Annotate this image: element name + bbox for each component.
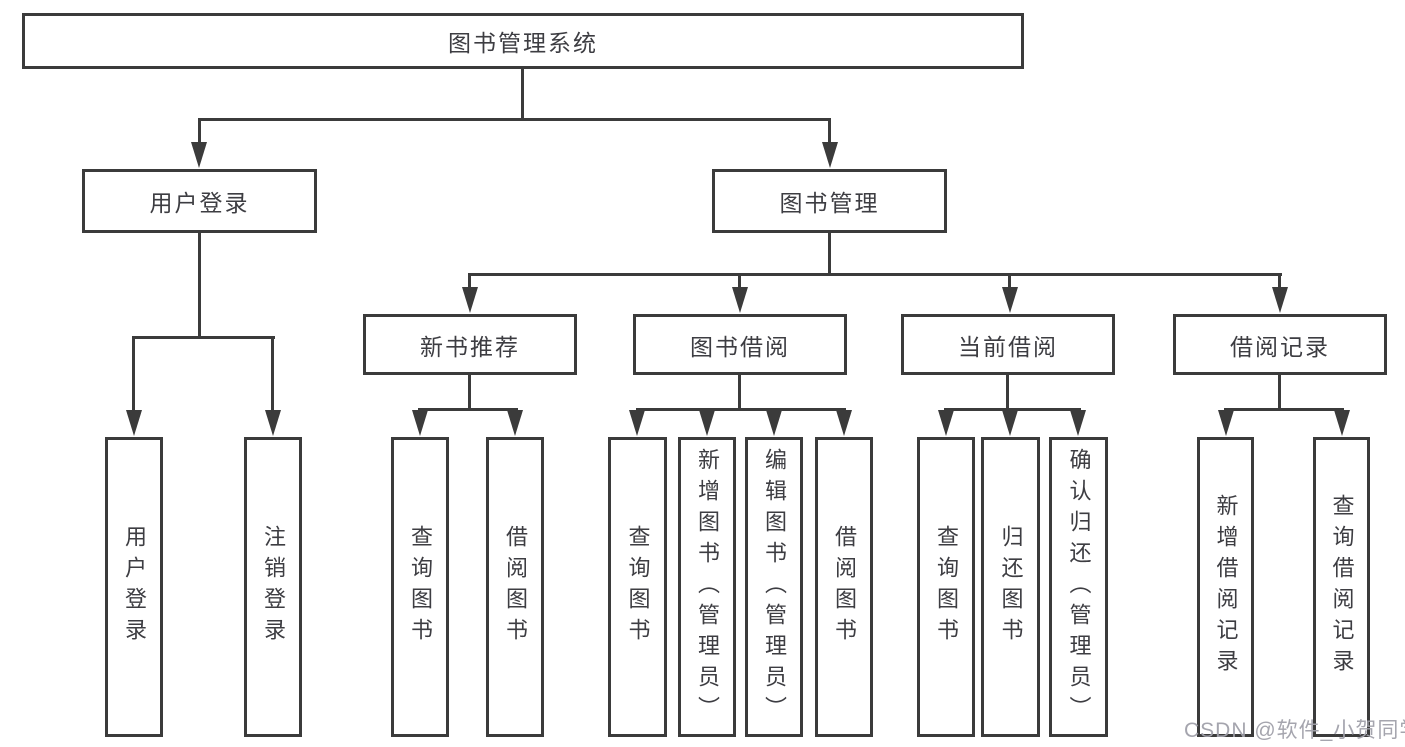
leaf-query-books-recommend: 查询图书 xyxy=(391,437,449,737)
arrow-down-icon xyxy=(732,287,748,313)
connector-book-mgmt-drop xyxy=(1278,273,1281,289)
arrow-down-icon xyxy=(699,410,715,436)
connector-borrow-records-span xyxy=(1224,408,1344,411)
node-library-system: 图书管理系统 xyxy=(22,13,1024,69)
leaf-query-borrow-record: 查询借阅记录 xyxy=(1313,437,1370,737)
leaf-logout: 注销登录 xyxy=(244,437,302,737)
arrow-down-icon xyxy=(938,410,954,436)
leaf-query-books-borrowing: 查询图书 xyxy=(608,437,667,737)
node-user-login: 用户登录 xyxy=(82,169,317,233)
leaf-logout-label: 注销登录 xyxy=(261,525,286,649)
leaf-query-books-borrowing-label: 查询图书 xyxy=(625,525,651,649)
arrow-down-icon xyxy=(1070,410,1086,436)
leaf-edit-books-admin: 编辑图书（管理员） xyxy=(745,437,803,737)
node-current-borrowing-label: 当前借阅 xyxy=(958,333,1058,360)
connector-current-borrow-span xyxy=(944,408,1081,411)
arrow-down-icon xyxy=(265,410,281,436)
arrow-down-icon xyxy=(629,410,645,436)
node-new-book-recommend-label: 新书推荐 xyxy=(420,333,520,360)
connector-user-login-stem xyxy=(198,233,201,339)
node-current-borrowing: 当前借阅 xyxy=(901,314,1115,375)
leaf-borrow-books-recommend-label: 借阅图书 xyxy=(503,525,528,649)
arrow-down-icon xyxy=(1002,410,1018,436)
node-new-book-recommend: 新书推荐 xyxy=(363,314,577,375)
arrow-down-icon xyxy=(1334,410,1350,436)
leaf-add-borrow-record-label: 新增借阅记录 xyxy=(1213,494,1239,680)
leaf-add-books-admin-label: 新增图书（管理员） xyxy=(695,447,720,727)
node-book-borrowing: 图书借阅 xyxy=(633,314,847,375)
node-book-management-label: 图书管理 xyxy=(779,190,880,216)
arrow-down-icon xyxy=(822,142,838,168)
leaf-return-books-label: 归还图书 xyxy=(998,525,1024,649)
connector-user-login-right-drop xyxy=(271,336,274,412)
arrow-down-icon xyxy=(126,410,142,436)
arrow-down-icon xyxy=(462,287,478,313)
arrow-down-icon xyxy=(1002,287,1018,313)
connector-root-span xyxy=(198,118,831,121)
arrow-down-icon xyxy=(766,410,782,436)
node-borrowing-records: 借阅记录 xyxy=(1173,314,1387,375)
node-library-system-label: 图书管理系统 xyxy=(448,30,598,56)
connector-book-mgmt-drop xyxy=(468,273,471,289)
connector-book-mgmt-span xyxy=(468,273,1282,276)
arrow-down-icon xyxy=(507,410,523,436)
leaf-return-books: 归还图书 xyxy=(981,437,1040,737)
connector-book-mgmt-stem xyxy=(828,233,831,276)
arrow-down-icon xyxy=(836,410,852,436)
connector-root-right-drop xyxy=(828,118,831,146)
arrow-down-icon xyxy=(1272,287,1288,313)
node-book-borrowing-label: 图书借阅 xyxy=(690,333,790,360)
leaf-query-books-recommend-label: 查询图书 xyxy=(408,525,433,649)
leaf-confirm-return-admin: 确认归还（管理员） xyxy=(1049,437,1108,737)
leaf-user-login: 用户登录 xyxy=(105,437,163,737)
node-user-login-label: 用户登录 xyxy=(149,190,250,216)
leaf-borrow-books-label: 借阅图书 xyxy=(832,525,857,649)
leaf-add-borrow-record: 新增借阅记录 xyxy=(1197,437,1254,737)
connector-user-login-span xyxy=(132,336,275,339)
leaf-user-login-label: 用户登录 xyxy=(122,525,147,649)
arrow-down-icon xyxy=(1218,410,1234,436)
connector-book-mgmt-drop xyxy=(1008,273,1011,289)
arrow-down-icon xyxy=(191,142,207,168)
connector-new-book-stem xyxy=(468,375,471,411)
connector-borrow-records-stem xyxy=(1278,375,1281,411)
connector-user-login-left-drop xyxy=(132,336,135,412)
leaf-query-books-current-label: 查询图书 xyxy=(934,525,959,649)
connector-root-stem xyxy=(521,69,524,121)
csdn-watermark: CSDN @软件_小贺同学 xyxy=(1184,719,1405,742)
node-book-management: 图书管理 xyxy=(712,169,947,233)
leaf-borrow-books: 借阅图书 xyxy=(815,437,873,737)
leaf-query-books-current: 查询图书 xyxy=(917,437,975,737)
leaf-query-borrow-record-label: 查询借阅记录 xyxy=(1329,494,1355,680)
leaf-confirm-return-admin-label: 确认归还（管理员） xyxy=(1066,447,1092,727)
connector-book-mgmt-drop xyxy=(738,273,741,289)
arrow-down-icon xyxy=(412,410,428,436)
connector-current-borrow-stem xyxy=(1006,375,1009,411)
connector-new-book-span xyxy=(418,408,518,411)
node-borrowing-records-label: 借阅记录 xyxy=(1230,333,1330,360)
connector-book-borrow-stem xyxy=(738,375,741,411)
connector-book-borrow-span xyxy=(636,408,846,411)
connector-root-left-drop xyxy=(198,118,201,146)
leaf-borrow-books-recommend: 借阅图书 xyxy=(486,437,544,737)
leaf-add-books-admin: 新增图书（管理员） xyxy=(678,437,736,737)
leaf-edit-books-admin-label: 编辑图书（管理员） xyxy=(762,447,787,727)
